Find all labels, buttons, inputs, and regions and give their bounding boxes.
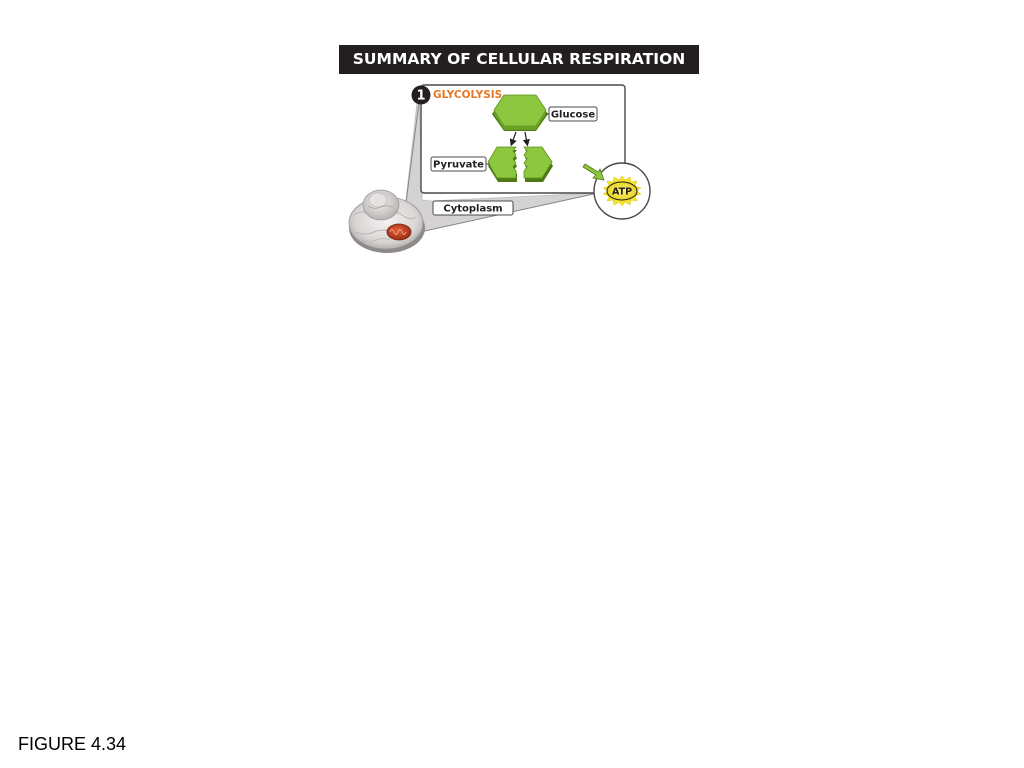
- step-number: 1: [416, 89, 425, 104]
- glucose-label: Glucose: [548, 106, 598, 122]
- mitochondrion: [386, 223, 412, 241]
- cell-illustration: [348, 189, 425, 253]
- pyruvate-label: Pyruvate: [430, 156, 487, 172]
- atp-label: ATP: [612, 187, 632, 198]
- split-arrow-left: [509, 131, 517, 147]
- diagram-title: SUMMARY OF CELLULAR RESPIRATION: [339, 45, 699, 74]
- step-title: GLYCOLYSIS: [433, 89, 502, 101]
- pyruvate-label-text: Pyruvate: [433, 160, 484, 171]
- pyruvate-left-molecule: [487, 146, 517, 182]
- step-badge: 1: [411, 85, 431, 105]
- glucose-label-text: Glucose: [551, 110, 596, 121]
- split-arrow-right: [522, 131, 530, 147]
- cytoplasm-label: Cytoplasm: [432, 200, 514, 216]
- atp-arrow: [582, 163, 605, 181]
- nucleus: [362, 189, 400, 221]
- glucose-molecule: [492, 94, 548, 131]
- figure-label: FIGURE 4.34: [18, 734, 127, 754]
- pyruvate-right-molecule: [523, 146, 553, 182]
- cytoplasm-label-text: Cytoplasm: [443, 204, 502, 215]
- atp-output: ATP: [593, 162, 651, 220]
